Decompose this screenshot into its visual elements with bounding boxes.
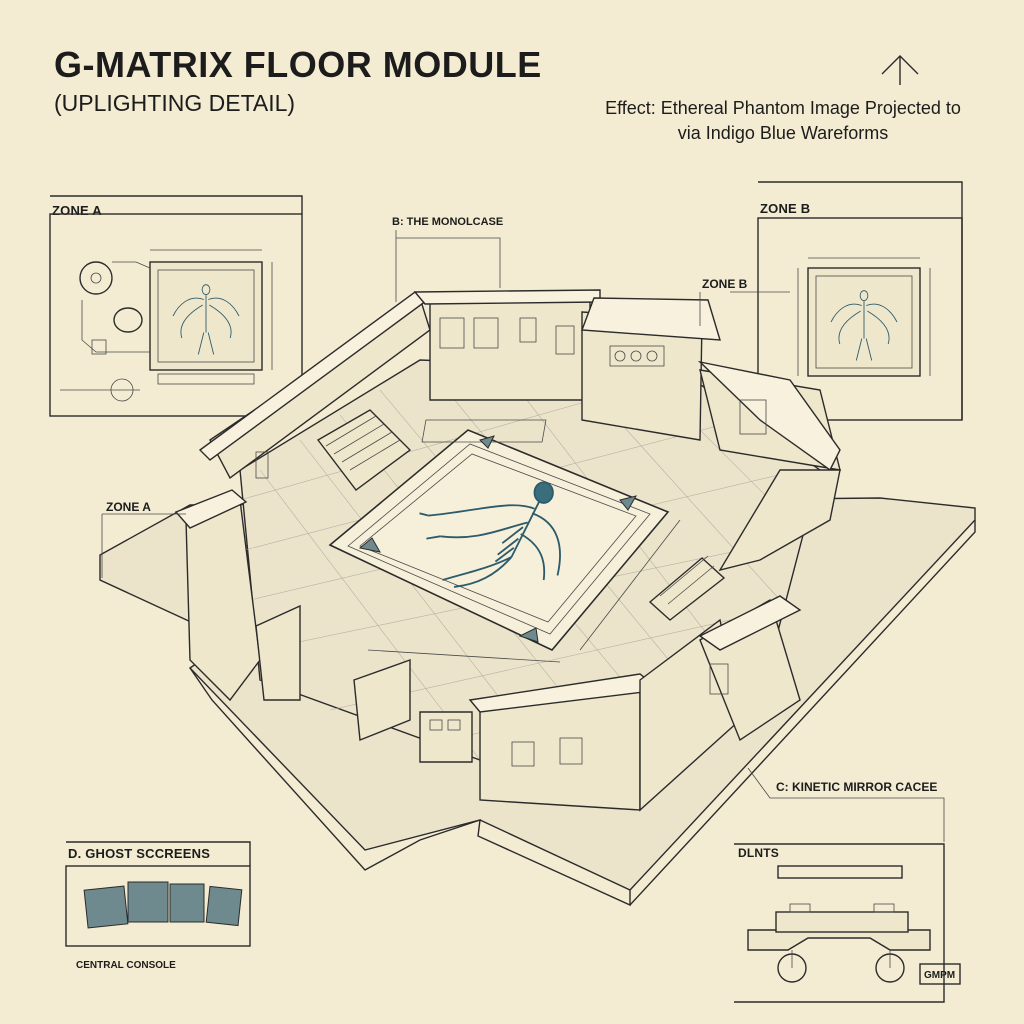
- phantom-figure-icon: [419, 481, 561, 588]
- zone-b-callout-label: ZONE B: [702, 277, 748, 291]
- central-console-label: CENTRAL CONSOLE: [76, 960, 176, 971]
- zone-a-detail-panel: [49, 195, 303, 417]
- room-walls: [174, 289, 841, 812]
- effect-line-1: Effect: Ethereal Phantom Image Projected…: [605, 98, 961, 118]
- zone-b-detail-panel: [757, 181, 963, 421]
- room-stairs: [316, 409, 726, 621]
- front-consoles: [255, 604, 473, 763]
- callout-leaders: [101, 230, 945, 842]
- page-subtitle: (UPLIGHTING DETAIL): [54, 90, 296, 116]
- dlnts-panel-label: DLNTS: [738, 846, 779, 860]
- page-title: G-MATRIX FLOOR MODULE: [54, 44, 542, 85]
- effect-note: Effect: Ethereal Phantom Image Projected…: [586, 96, 980, 146]
- kinetic-mirror-label: C: KINETIC MIRROR CACEE: [776, 780, 938, 794]
- gmpm-tag: GMPM: [924, 970, 956, 981]
- monolcase-label: B: THE MONOLCASE: [392, 216, 504, 228]
- north-arrow-icon: [881, 55, 919, 85]
- ghost-screens-panel: [65, 841, 251, 947]
- dlnts-detail-panel: [734, 843, 961, 1003]
- zone-b-panel-label: ZONE B: [760, 201, 811, 216]
- projection-pad: [328, 419, 681, 663]
- ghost-screens-label: D. GHOST SCCREENS: [68, 846, 211, 861]
- zone-a-callout-label: ZONE A: [106, 500, 151, 514]
- effect-line-2: via Indigo Blue Wareforms: [677, 123, 889, 143]
